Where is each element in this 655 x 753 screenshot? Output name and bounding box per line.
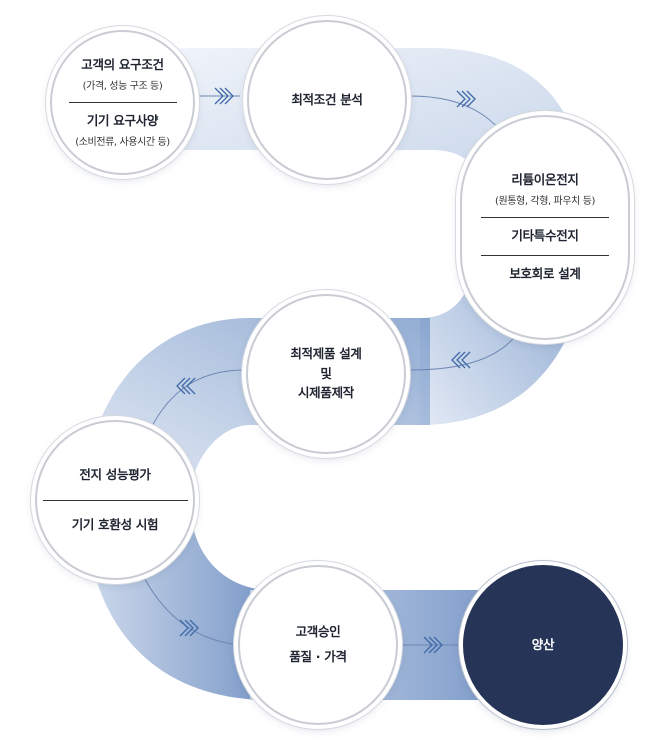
- divider: [42, 499, 188, 501]
- node-subtitle-2: (소비전류, 사용시간 등): [75, 136, 170, 148]
- optimal-analysis-node: 최적조건 분석: [247, 20, 407, 180]
- customer-requirements-node: 고객의 요구조건 (가격, 성능 구조 등) 기기 요구사양 (소비전류, 사용…: [50, 30, 195, 175]
- guide-line-3: [409, 329, 521, 371]
- chevron-icon-2: [456, 90, 476, 108]
- node-title: 리튬이온전지: [511, 172, 579, 188]
- node-title-3: 보호회로 설계: [509, 265, 581, 281]
- chevron-icon-6: [423, 636, 443, 654]
- mass-production-node: 양산: [463, 565, 623, 725]
- divider: [481, 217, 609, 219]
- node-title-2: 기기 요구사양: [86, 113, 159, 128]
- node-subtitle: (원통형, 각형, 파우치 등): [494, 196, 596, 208]
- node-title-2: 기타특수전지: [511, 228, 579, 244]
- node-line-1: 최적제품 설계: [290, 345, 362, 361]
- node-title: 고객의 요구조건: [81, 57, 164, 73]
- divider: [68, 102, 177, 103]
- node-title: 양산: [531, 636, 555, 652]
- node-title: 전지 성능평가: [79, 466, 151, 482]
- divider: [481, 254, 609, 256]
- node-line-3: 시제품제작: [297, 385, 354, 401]
- node-title-2: 기기 호환성 시험: [71, 516, 159, 532]
- cell-selection-node: 리튬이온전지 (원통형, 각형, 파우치 등) 기타특수전지 보호회로 설계: [460, 115, 630, 340]
- node-title: 최적조건 분석: [291, 91, 363, 107]
- chevron-icon-5: [179, 619, 199, 637]
- chevron-icon-4: [176, 377, 196, 395]
- node-line-1: 고객승인: [295, 624, 341, 640]
- product-design-node: 최적제품 설계 및 시제품제작: [246, 294, 406, 454]
- node-line-2: 품질 · 가격: [289, 649, 347, 664]
- guide-line-5: [139, 569, 241, 646]
- node-subtitle: (가격, 성능 구조 등): [82, 81, 163, 92]
- chevron-icon-1: [214, 87, 234, 105]
- chevron-icon-3: [451, 351, 471, 369]
- customer-approval-node: 고객승인 품질 · 가격: [238, 565, 398, 725]
- node-line-2: 및: [320, 365, 332, 381]
- battery-evaluation-node: 전지 성능평가 기기 호환성 시험: [35, 420, 195, 580]
